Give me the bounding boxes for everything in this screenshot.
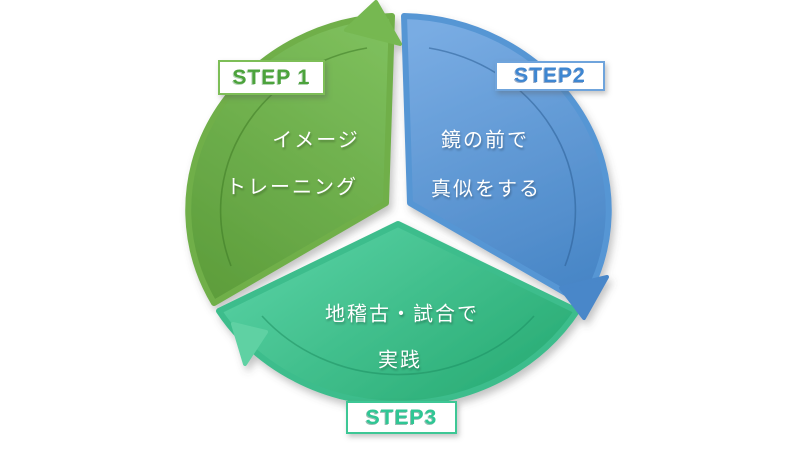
step2-badge-label: STEP2 <box>514 64 586 87</box>
step1-arrowhead <box>344 0 402 46</box>
step1-text-line1: イメージ <box>272 129 360 152</box>
step2-arrowhead <box>559 275 609 320</box>
step3-text-line1: 地稽古・試合で <box>325 303 479 326</box>
step1-badge-label: STEP 1 <box>232 65 311 89</box>
step3-text-line2: 実践 <box>378 349 422 372</box>
step2-arrow-curve <box>428 47 577 267</box>
step2-badge: STEP2 <box>495 61 605 91</box>
step2-text-line1: 鏡の前で <box>441 129 529 152</box>
step1-badge: STEP 1 <box>218 60 325 95</box>
step2-text-line2: 真似をする <box>431 178 541 201</box>
step3-arrowhead <box>231 322 268 366</box>
step3-badge: STEP3 <box>346 401 457 434</box>
step1-text-line2: トレーニング <box>226 176 358 199</box>
step3-arrow-curve <box>261 315 535 376</box>
step3-badge-label: STEP3 <box>365 405 438 429</box>
